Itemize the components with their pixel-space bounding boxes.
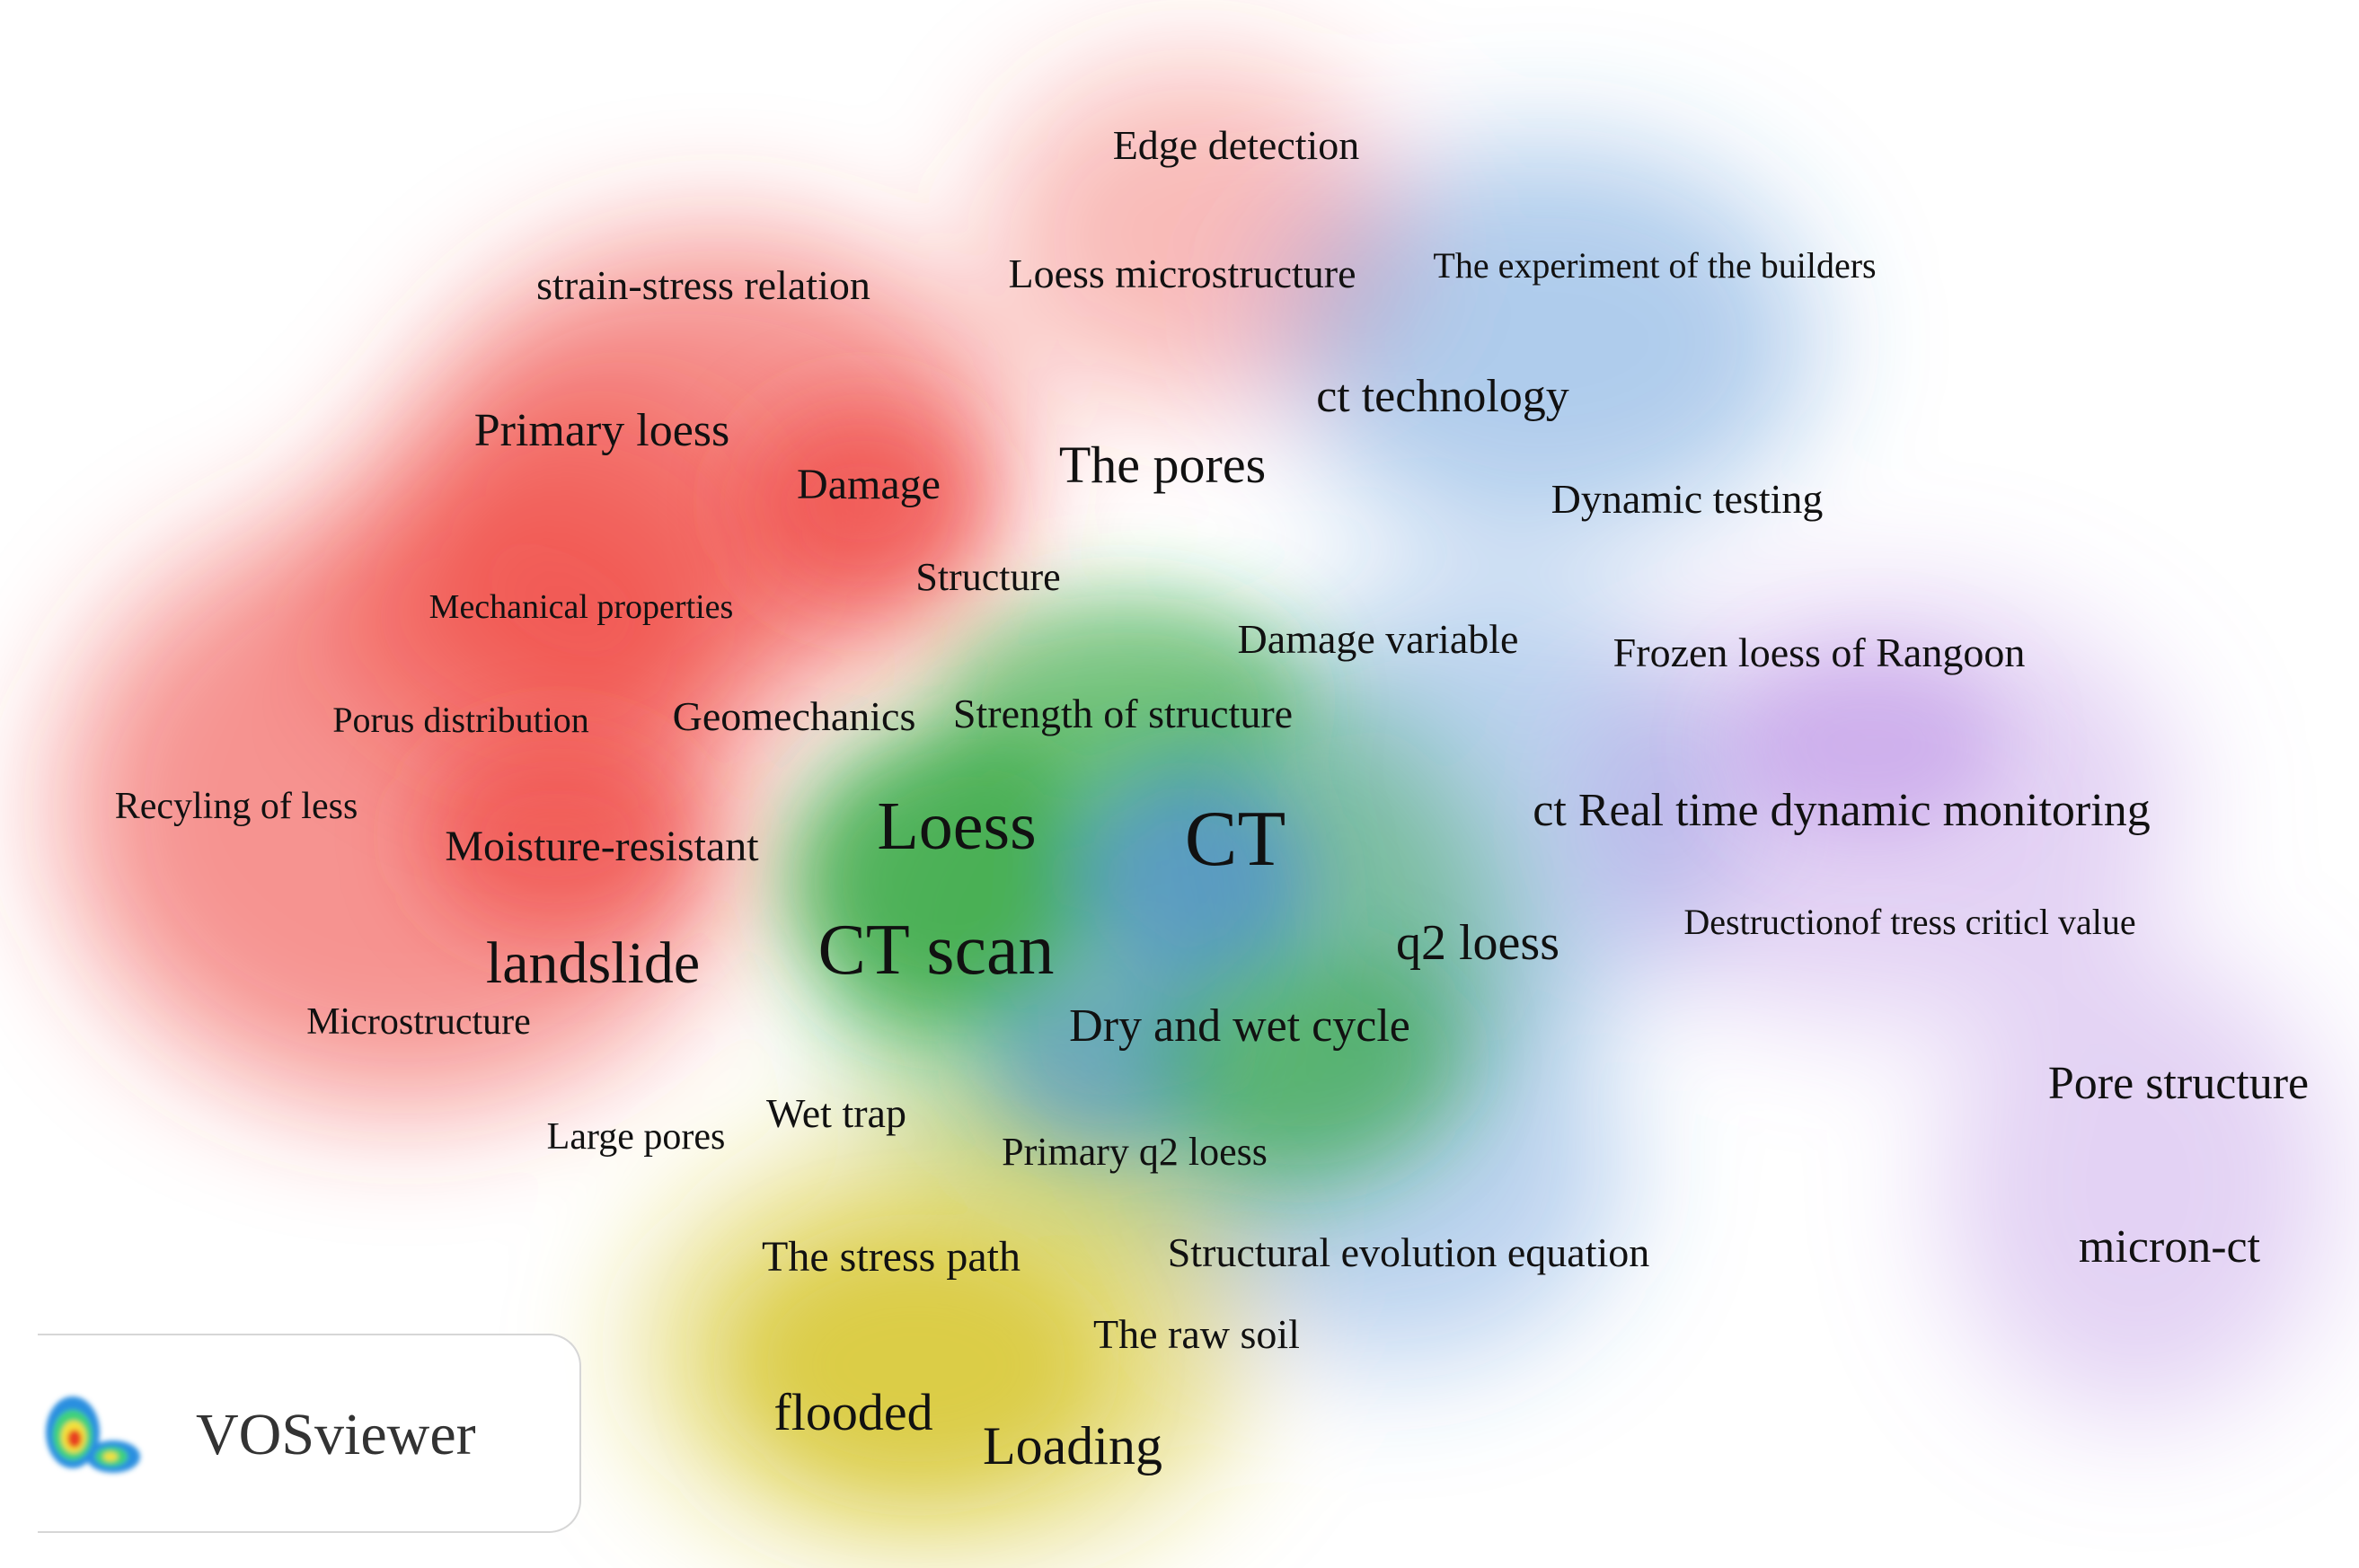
keyword-frozen-loess-of-rangoon[interactable]: Frozen loess of Rangoon: [1612, 630, 2026, 675]
keyword-q2-loess[interactable]: q2 loess: [1396, 915, 1559, 971]
density-blob: [1150, 952, 1455, 1167]
keyword-edge-detection[interactable]: Edge detection: [1112, 122, 1360, 168]
keyword-geomechanics[interactable]: Geomechanics: [672, 693, 916, 739]
density-blob: [1940, 952, 2336, 1419]
density-blob: [988, 970, 1222, 1150]
keyword-strain-stress-relation[interactable]: strain-stress relation: [536, 262, 870, 308]
keyword-ct[interactable]: CT: [1184, 796, 1286, 883]
density-blob: [1734, 656, 2003, 835]
keyword-wet-trap[interactable]: Wet trap: [766, 1090, 906, 1136]
keyword-mechanical-properties[interactable]: Mechanical properties: [429, 588, 734, 626]
keyword-damage-variable[interactable]: Damage variable: [1237, 616, 1519, 662]
logo-text: VOSviewer: [196, 1402, 476, 1467]
keyword-destruction-of-stress-critical-value[interactable]: Destructionof tress criticl value: [1683, 902, 2136, 942]
keyword-ct-real-time-dynamic-monitoring[interactable]: ct Real time dynamic monitoring: [1533, 785, 2151, 836]
keyword-primary-q2-loess[interactable]: Primary q2 loess: [1002, 1130, 1268, 1174]
density-blob: [1276, 144, 1815, 539]
density-blob: [943, 593, 1303, 808]
keyword-the-pores[interactable]: The pores: [1058, 436, 1267, 494]
density-blob: [791, 736, 1096, 1024]
keyword-porus-distribution[interactable]: Porus distribution: [332, 700, 589, 740]
keyword-dry-and-wet-cycle[interactable]: Dry and wet cycle: [1069, 1000, 1410, 1052]
keyword-microstructure[interactable]: Microstructure: [306, 1001, 531, 1043]
logo-panel: [38, 1334, 581, 1533]
keyword-recyling-of-less[interactable]: Recyling of less: [114, 786, 358, 827]
density-blob: [746, 404, 979, 602]
vosviewer-logo-icon: [46, 1396, 140, 1473]
keyword-the-raw-soil[interactable]: The raw soil: [1093, 1311, 1300, 1357]
keyword-dynamic-testing[interactable]: Dynamic testing: [1551, 476, 1824, 522]
keyword-landslide[interactable]: landslide: [485, 930, 701, 996]
keyword-large-pores[interactable]: Large pores: [546, 1116, 726, 1158]
keyword-loading[interactable]: Loading: [983, 1416, 1162, 1476]
keyword-loess-microstructure[interactable]: Loess microstructure: [1008, 251, 1356, 296]
density-blob: [323, 377, 791, 772]
keyword-the-stress-path[interactable]: The stress path: [762, 1233, 1020, 1281]
keyword-experiment-of-builders[interactable]: The experiment of the builders: [1433, 245, 1877, 286]
density-blob: [422, 736, 692, 934]
keyword-micron-ct[interactable]: micron-ct: [2078, 1221, 2261, 1273]
keyword-pore-structure[interactable]: Pore structure: [2047, 1058, 2310, 1109]
keyword-ct-scan[interactable]: CT scan: [817, 911, 1055, 990]
keyword-structure[interactable]: Structure: [915, 555, 1061, 599]
keyword-ct-technology[interactable]: ct technology: [1316, 371, 1569, 422]
keyword-strength-of-structure[interactable]: Strength of structure: [952, 691, 1294, 736]
keyword-primary-loess[interactable]: Primary loess: [473, 405, 730, 456]
keyword-flooded[interactable]: flooded: [773, 1383, 933, 1441]
density-blob: [737, 1239, 1096, 1491]
keyword-moisture-resistant[interactable]: Moisture-resistant: [445, 823, 759, 870]
keyword-loess[interactable]: Loess: [877, 788, 1037, 864]
keyword-damage[interactable]: Damage: [797, 461, 941, 508]
keyword-structural-evolution-equation[interactable]: Structural evolution equation: [1167, 1229, 1650, 1275]
density-blob: [1078, 772, 1312, 988]
